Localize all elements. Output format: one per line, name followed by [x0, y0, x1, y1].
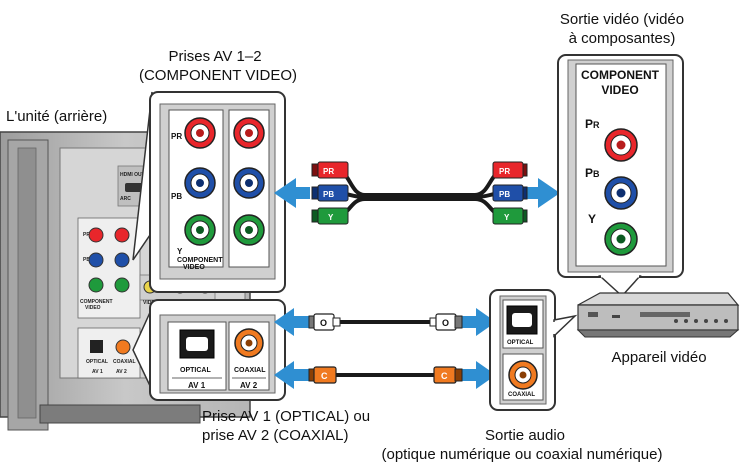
component-video-panel: PR PB Y COMPONENT VIDEO [132, 91, 286, 293]
device-label-video: VIDEO [601, 83, 638, 97]
arrow-left-icon [274, 361, 310, 389]
svg-text:Y: Y [504, 213, 510, 222]
device-label-pb: PB [585, 166, 600, 180]
unit-label-component: COMPONENT [177, 257, 223, 264]
svg-text:COAXIAL: COAXIAL [113, 359, 136, 365]
label-audio-out-2: (optique numérique ou coaxial numérique) [381, 446, 662, 463]
unit-label-av2: AV 2 [240, 381, 258, 390]
svg-text:O: O [442, 318, 449, 328]
arrow-left-icon [274, 178, 310, 208]
svg-text:C: C [441, 371, 448, 381]
device-audio-panel: OPTICAL COAXIAL [489, 289, 578, 411]
label-unit-rear: L'unité (arrière) [6, 108, 107, 125]
svg-text:AV 2: AV 2 [116, 369, 127, 375]
unit-label-av1: AV 1 [188, 381, 206, 390]
svg-text:OPTICAL: OPTICAL [86, 359, 108, 365]
plug-coaxial-left: C [308, 366, 337, 384]
device-label-component: COMPONENT [581, 68, 660, 82]
optical-cable: O O [274, 308, 496, 336]
plug-y-right: Y [492, 207, 528, 225]
svg-text:PB: PB [499, 190, 510, 199]
arrow-right-icon [462, 308, 496, 336]
svg-text:COMPONENT: COMPONENT [80, 299, 113, 305]
svg-text:C: C [321, 371, 328, 381]
unit-label-coaxial: COAXIAL [234, 367, 266, 374]
unit-label-y: Y [177, 247, 183, 256]
label-video-out-1: Sortie vidéo (vidéo [560, 11, 684, 28]
device-label-pr: PR [585, 117, 600, 131]
label-video-out-2: à composantes) [569, 30, 676, 47]
svg-text:PR: PR [499, 167, 510, 176]
label-optical-coax-1: Prise AV 1 (OPTICAL) ou [202, 408, 370, 425]
plug-coaxial-right: C [433, 366, 463, 384]
svg-text:AV 1: AV 1 [92, 369, 103, 375]
plug-pr-right: PR [492, 161, 528, 179]
device-component-panel: COMPONENT VIDEO PR PB Y [557, 54, 684, 298]
unit-label-optical: OPTICAL [180, 367, 211, 374]
svg-text:PB: PB [83, 257, 90, 263]
plug-pb-left: PB [311, 184, 349, 202]
unit-label-video: VIDEO [183, 264, 205, 271]
video-device-illustration [576, 292, 740, 338]
label-video-device: Appareil vidéo [611, 349, 706, 366]
label-av12-1: Prises AV 1–2 [168, 48, 261, 65]
svg-text:HDMI OUT: HDMI OUT [120, 172, 145, 178]
device-label-coaxial: COAXIAL [508, 392, 535, 398]
plug-pb-right: PB [492, 184, 528, 202]
arrow-right-icon [462, 361, 496, 389]
device-label-y: Y [588, 212, 596, 226]
svg-text:Y: Y [328, 213, 334, 222]
arrow-right-icon [527, 178, 560, 208]
svg-text:ARC: ARC [120, 196, 131, 202]
svg-text:VIDEO: VIDEO [85, 305, 101, 311]
arrow-left-icon [274, 308, 310, 336]
plug-y-left: Y [311, 207, 349, 225]
label-av12-2: (COMPONENT VIDEO) [139, 67, 297, 84]
svg-text:PB: PB [323, 190, 334, 199]
digital-audio-panel: OPTICAL COAXIAL AV 1 AV 2 [132, 299, 286, 401]
svg-text:PR: PR [83, 232, 90, 238]
device-label-optical: OPTICAL [507, 340, 534, 346]
plug-optical-left: O [308, 313, 341, 331]
svg-text:PR: PR [323, 167, 334, 176]
component-cable: PR PB Y PR PB Y [274, 161, 560, 225]
coaxial-cable: C C [274, 361, 496, 389]
unit-label-pr: PR [171, 132, 182, 141]
plug-pr-left: PR [311, 161, 349, 179]
label-audio-out-1: Sortie audio [485, 427, 565, 444]
label-optical-coax-2: prise AV 2 (COAXIAL) [202, 427, 348, 444]
svg-text:O: O [320, 318, 327, 328]
plug-optical-right: O [429, 313, 463, 331]
unit-label-pb: PB [171, 192, 182, 201]
